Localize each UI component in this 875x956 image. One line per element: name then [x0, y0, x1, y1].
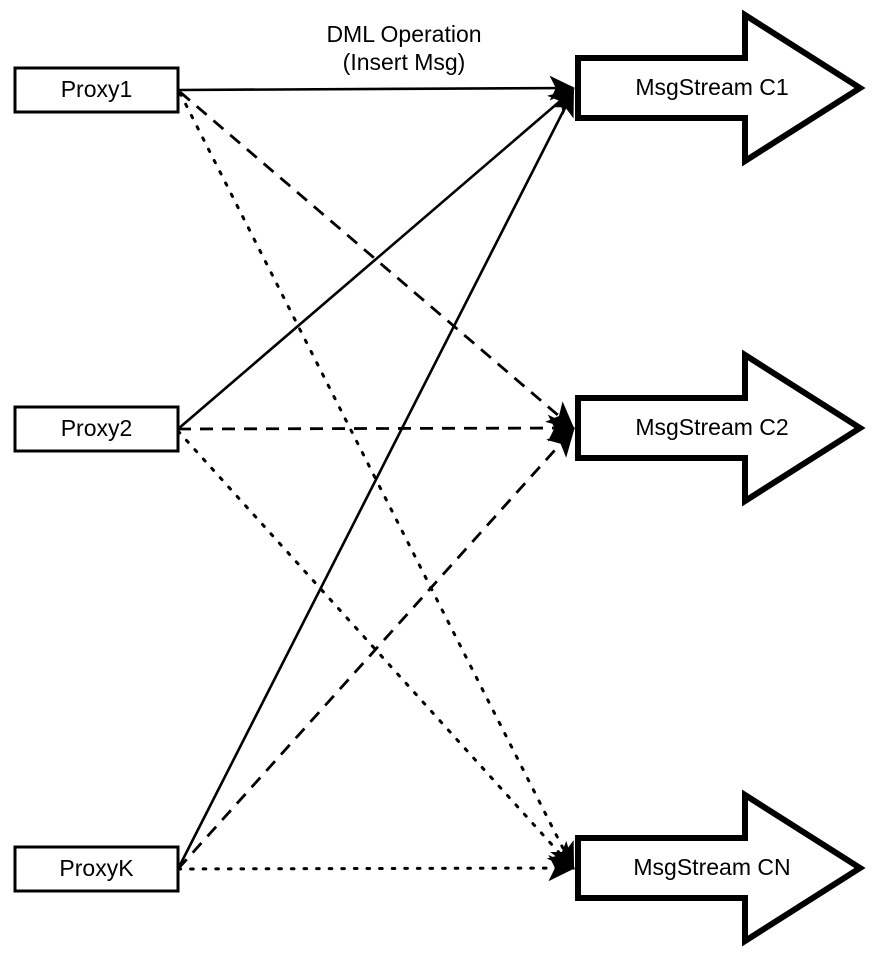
- stream-layer: MsgStream C1 MsgStream C2 MsgStream CN: [575, 9, 866, 947]
- link-proxyk-to-cn: [176, 854, 576, 882]
- dml-operation-caption-line2: (Insert Msg): [343, 49, 466, 75]
- msgstream-arrow-shape-stream_cn: [575, 789, 866, 947]
- proxy-label-proxyk: ProxyK: [59, 855, 134, 881]
- proxy-node-proxyk[interactable]: ProxyK: [13, 845, 180, 893]
- link-proxyk-to-c2: [176, 428, 575, 870]
- proxy-box-proxy1: [13, 66, 180, 114]
- msgstream-node-stream_cn[interactable]: MsgStream CN: [575, 789, 866, 947]
- msgstream-arrow-shape-stream_c1: [575, 9, 866, 167]
- proxy-node-proxy2[interactable]: Proxy2: [13, 405, 180, 453]
- link-proxyk-to-c1: [176, 90, 575, 870]
- msgstream-label-stream_c2: MsgStream C2: [635, 414, 788, 440]
- proxy-box-proxy2: [13, 405, 180, 453]
- proxy-box-proxyk: [13, 845, 180, 893]
- msgstream-node-stream_c1[interactable]: MsgStream C1: [575, 9, 866, 167]
- msgstream-arrow-shape-stream_c2: [575, 349, 866, 507]
- link-proxy1-to-c2: [179, 90, 575, 430]
- link-layer: [176, 75, 576, 882]
- msgstream-node-stream_c2[interactable]: MsgStream C2: [575, 349, 866, 507]
- link-proxy1-to-c1: [177, 75, 576, 101]
- proxy-label-proxy1: Proxy1: [61, 76, 133, 102]
- link-proxy2-to-c2: [177, 414, 576, 442]
- proxy-node-proxy1[interactable]: Proxy1: [13, 66, 180, 114]
- msgstream-label-stream_c1: MsgStream C1: [635, 74, 788, 100]
- proxy-label-proxy2: Proxy2: [61, 415, 133, 441]
- dml-operation-caption-line1: DML Operation: [326, 21, 481, 47]
- link-proxy2-to-cn: [176, 429, 575, 870]
- msgstream-label-stream_cn: MsgStream CN: [633, 854, 790, 880]
- dml-operation-caption: DML Operation(Insert Msg): [326, 21, 481, 75]
- link-proxy2-to-c1: [177, 88, 575, 430]
